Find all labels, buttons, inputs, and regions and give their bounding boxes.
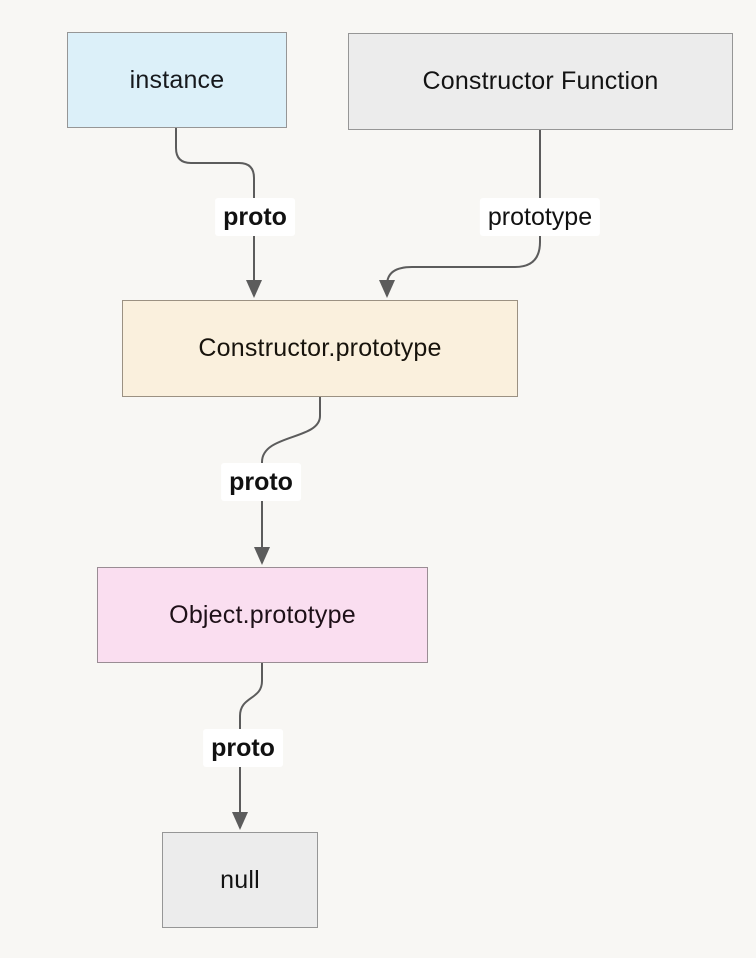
node-instance: instance	[67, 32, 287, 128]
node-constructor-prototype-label: Constructor.prototype	[198, 334, 442, 362]
node-instance-label: instance	[129, 65, 225, 94]
node-constructor-function: Constructor Function	[348, 33, 733, 130]
edge-label-prototype: prototype	[479, 198, 601, 236]
edge-instance-to-constructor-prototype	[175, 128, 262, 298]
node-null-label: null	[220, 865, 260, 894]
node-object-prototype-label: Object.prototype	[169, 600, 356, 629]
edge-object-prototype-to-null	[232, 663, 263, 830]
node-constructor-function-label: Constructor Function	[422, 67, 659, 95]
edge-label-proto-middle: proto	[221, 463, 301, 501]
edge-constructor-function-to-constructor-prototype	[379, 130, 541, 298]
edge-constructor-prototype-to-object-prototype	[254, 397, 321, 565]
edge-label-proto-instance: proto	[215, 198, 295, 236]
node-constructor-prototype: Constructor.prototype	[122, 300, 518, 397]
node-object-prototype: Object.prototype	[97, 567, 428, 663]
node-null: null	[162, 832, 318, 928]
edge-label-proto-bottom: proto	[203, 729, 283, 767]
